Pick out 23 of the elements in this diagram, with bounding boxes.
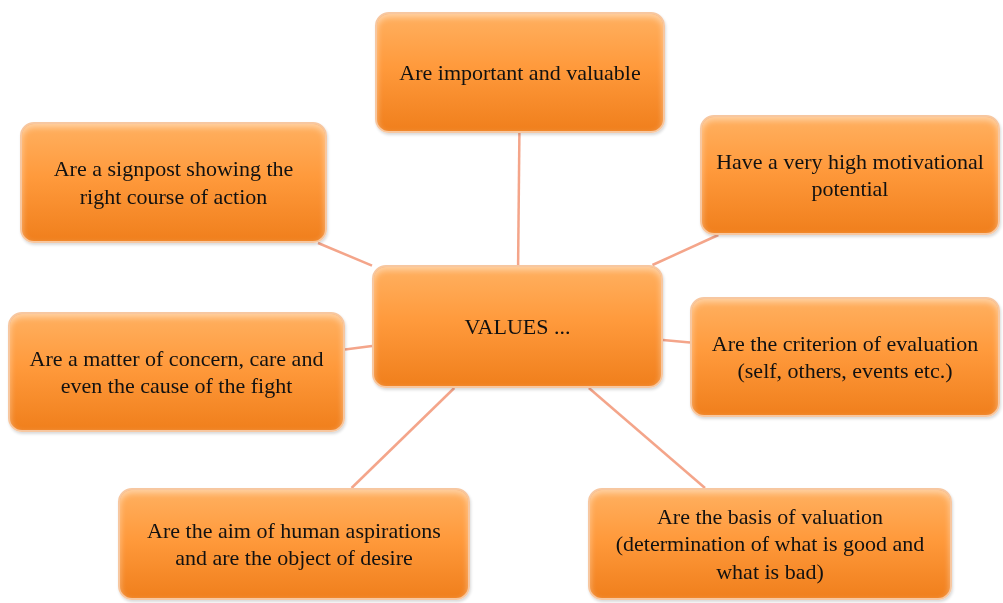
connector-line bbox=[344, 344, 373, 351]
connector-line bbox=[662, 338, 691, 344]
box-text: Are a signpost showing the right course of action bbox=[52, 155, 295, 210]
connector-line bbox=[350, 387, 456, 489]
connector-line bbox=[588, 387, 706, 489]
connector-line bbox=[651, 233, 719, 267]
box-text: Are the basis of valuation (determination of what is good and what is bad) bbox=[614, 502, 926, 586]
rounded-box bbox=[375, 12, 665, 133]
rounded-box bbox=[20, 122, 327, 243]
box-text: Have a very high motivational potential bbox=[716, 147, 984, 203]
connector-line bbox=[317, 241, 373, 267]
box-text: VALUES ... bbox=[464, 312, 571, 341]
box-text: Are a matter of concern, care and even the cause of the fight bbox=[28, 344, 325, 400]
rounded-box bbox=[8, 312, 345, 432]
box-text: Are the aim of human aspirations and are the object of desire bbox=[146, 516, 442, 572]
rounded-box bbox=[690, 297, 1000, 417]
rounded-box bbox=[118, 488, 470, 600]
box-text: Are the criterion of evaluation (self, others, events etc.) bbox=[710, 329, 980, 385]
connector-line bbox=[516, 133, 521, 265]
rounded-box bbox=[700, 115, 1000, 235]
rounded-box bbox=[372, 265, 663, 388]
box-text: Are important and valuable bbox=[399, 58, 641, 87]
rounded-box bbox=[588, 488, 952, 600]
